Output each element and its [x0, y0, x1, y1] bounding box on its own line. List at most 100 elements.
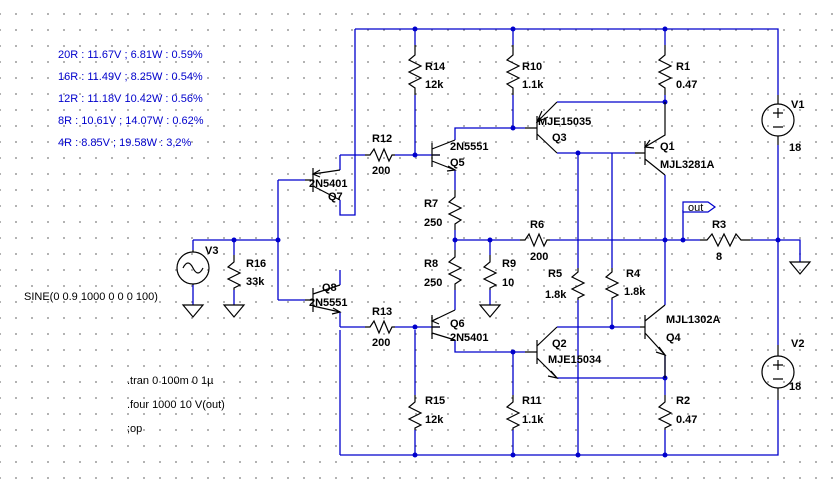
transistor-Q8[interactable]: [305, 284, 342, 315]
label-Q8-ref: Q8: [322, 282, 337, 294]
label-R9-ref: R9: [502, 258, 516, 270]
label-R1-ref: R1: [676, 61, 690, 73]
label-Q3-model: MJE15035: [538, 116, 591, 128]
ground-icon: [788, 261, 812, 275]
label-R16-value: 33k: [246, 276, 265, 288]
voltage-source-V1[interactable]: [761, 95, 795, 145]
label-R2-value: 0.47: [676, 414, 697, 426]
resistor-R7[interactable]: [447, 190, 463, 230]
label-R3-value: 8: [716, 251, 722, 263]
resistor-R6[interactable]: [520, 232, 550, 248]
tran-directive: .tran 0 100m 0 1µ: [127, 375, 214, 387]
four-directive: .four 1000 10 V(out): [127, 399, 225, 411]
label-V3-ref: V3: [205, 245, 218, 257]
label-Q1-model: MJL3281A: [660, 159, 714, 171]
label-Q3-ref: Q3: [552, 132, 567, 144]
transistor-Q7[interactable]: [305, 168, 341, 201]
label-R7-ref: R7: [424, 198, 438, 210]
resistor-R2[interactable]: [657, 395, 673, 430]
transistor-Q1[interactable]: [635, 102, 666, 176]
label-Q5-model: 2N5551: [450, 141, 489, 153]
resistor-R13[interactable]: [365, 319, 395, 335]
label-R5-value: 1.8k: [545, 289, 567, 301]
resistor-R8[interactable]: [447, 250, 463, 290]
voltage-source-V3[interactable]: [176, 250, 210, 285]
transistor-Q5[interactable]: [431, 139, 457, 172]
label-R16-ref: R16: [246, 258, 266, 270]
label-R14-value: 12k: [425, 79, 444, 91]
resistor-R3[interactable]: [700, 232, 750, 248]
resistor-R16[interactable]: [226, 255, 242, 290]
results-list: 20R : 11.67V ; 6.81W : 0.59% 16R : 11.49…: [58, 49, 204, 149]
label-R12-ref: R12: [372, 133, 392, 145]
transistor-Q4[interactable]: [640, 304, 667, 378]
ground-icon: [222, 304, 246, 318]
result-line: 4R : 8.85V ; 19.58W : 3,2%: [58, 137, 192, 149]
resistor-R11[interactable]: [505, 395, 521, 430]
transistor-Q3[interactable]: [525, 101, 558, 154]
label-Q8-model: 2N5551: [309, 297, 348, 309]
label-V2-ref: V2: [791, 338, 804, 350]
resistor-R4[interactable]: [604, 268, 620, 300]
resistor-R15[interactable]: [407, 395, 423, 430]
label-R2-ref: R2: [676, 395, 690, 407]
label-R15-ref: R15: [425, 395, 445, 407]
label-R13-value: 200: [372, 337, 390, 349]
label-Q5-ref: Q5: [450, 157, 465, 169]
label-R10-value: 1.1k: [522, 79, 544, 91]
label-Q7-ref: Q7: [328, 191, 343, 203]
transistor-Q2[interactable]: [525, 326, 559, 379]
ground-icon: [478, 304, 502, 318]
label-V1-value: 18: [789, 142, 801, 154]
label-R14-ref: R14: [425, 61, 446, 73]
label-Q4-ref: Q4: [666, 332, 682, 344]
label-Q6-ref: Q6: [450, 318, 465, 330]
result-line: 8R : 10.61V ; 14.07W : 0.62%: [58, 115, 204, 127]
label-Q4-model: MJL1302A: [666, 314, 720, 326]
label-R1-value: 0.47: [676, 79, 697, 91]
result-line: 20R : 11.67V ; 6.81W : 0.59%: [58, 49, 203, 61]
label-R11-ref: R11: [522, 395, 542, 407]
label-Q1-ref: Q1: [660, 141, 675, 153]
label-Q6-model: 2N5401: [450, 332, 489, 344]
ground-icon: [181, 304, 205, 318]
label-R10-ref: R10: [522, 61, 542, 73]
label-R11-value: 1.1k: [522, 414, 544, 426]
transistor-Q6[interactable]: [430, 309, 456, 341]
resistor-R14[interactable]: [407, 45, 423, 95]
label-V2-value: 18: [789, 381, 801, 393]
label-R13-ref: R13: [372, 306, 392, 318]
label-Q2-model: MJE15034: [548, 354, 602, 366]
result-line: 12R : 11.18V 10.42W : 0.56%: [58, 93, 203, 105]
label-R7-value: 250: [424, 217, 442, 229]
label-V1-ref: V1: [791, 99, 804, 111]
label-R8-value: 250: [424, 277, 442, 289]
label-R4-ref: R4: [626, 268, 641, 280]
label-R8-ref: R8: [424, 258, 438, 270]
junctions: [231, 26, 781, 458]
resistor-R1[interactable]: [657, 45, 673, 95]
resistor-R10[interactable]: [505, 45, 521, 95]
label-R4-value: 1.8k: [624, 286, 646, 298]
label-R5-ref: R5: [548, 268, 562, 280]
label-R15-value: 12k: [425, 414, 444, 426]
component-labels: R14 12k R10 1.1k R1 0.47 R12 200 R13 200…: [205, 61, 804, 426]
voltage-source-V2[interactable]: [761, 345, 795, 400]
net-label-out[interactable]: out: [682, 201, 717, 240]
result-line: 16R : 11.49V ; 8.25W : 0.54%: [58, 71, 203, 83]
op-directive: ;op: [127, 423, 142, 435]
resistor-R9[interactable]: [482, 255, 498, 290]
sine-source-spec: SINE(0 0.9 1000 0 0 0 100): [24, 291, 158, 303]
resistor-R12[interactable]: [365, 147, 395, 163]
label-R6-ref: R6: [530, 219, 544, 231]
label-R9-value: 10: [502, 277, 514, 289]
resistor-R5[interactable]: [570, 268, 586, 300]
wires: [192, 28, 801, 456]
label-R6-value: 200: [530, 251, 548, 263]
label-R12-value: 200: [372, 165, 390, 177]
label-Q2-ref: Q2: [552, 338, 567, 350]
label-R3-ref: R3: [712, 219, 726, 231]
net-label-text: out: [688, 202, 703, 214]
